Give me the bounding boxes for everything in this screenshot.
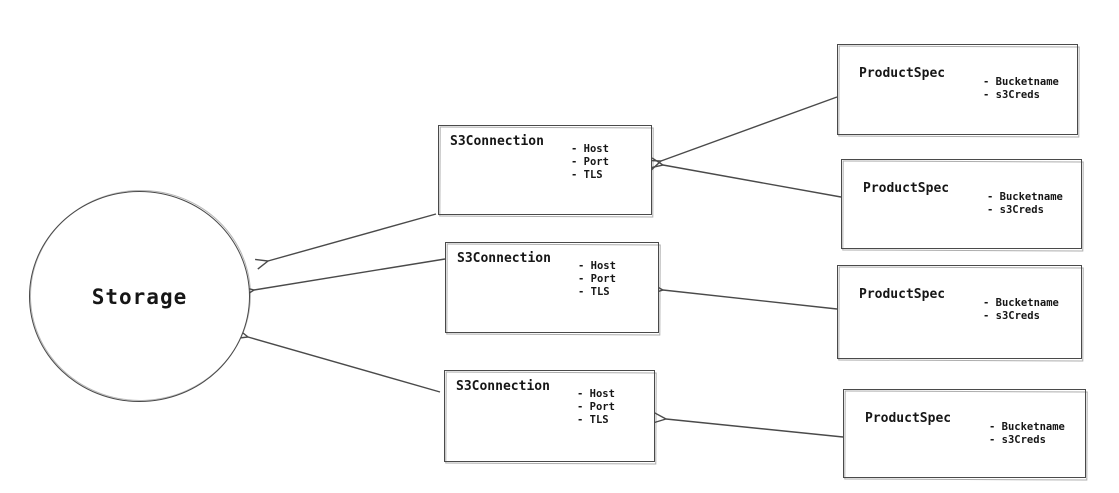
productspec-node-1: ProductSpec - Bucketname - s3Creds bbox=[837, 44, 1078, 135]
attribute-s3creds: - s3Creds bbox=[983, 310, 1040, 322]
attribute-port: - Port bbox=[578, 273, 616, 285]
node-title: ProductSpec bbox=[859, 66, 946, 81]
attribute-tls: - TLS bbox=[578, 286, 610, 298]
s3connection-node-2: S3Connection - Host - Port - TLS bbox=[445, 242, 659, 333]
node-attributes: - Bucketname - s3Creds bbox=[987, 191, 1063, 217]
attribute-s3creds: - s3Creds bbox=[987, 204, 1044, 216]
node-attributes: - Host - Port - TLS bbox=[571, 143, 609, 182]
edge-productspec2-to-s3connection1 bbox=[650, 157, 842, 198]
attribute-s3creds: - s3Creds bbox=[989, 434, 1046, 446]
node-title: ProductSpec bbox=[859, 287, 946, 302]
attribute-bucketname: - Bucketname bbox=[989, 421, 1065, 433]
node-title: ProductSpec bbox=[865, 411, 952, 426]
edge-productspec1-to-s3connection1 bbox=[647, 96, 838, 171]
node-attributes: - Host - Port - TLS bbox=[577, 388, 615, 427]
edge-productspec3-to-s3connection2 bbox=[650, 283, 838, 310]
s3connection-node-3: S3Connection - Host - Port - TLS bbox=[444, 370, 655, 462]
edge-productspec4-to-s3connection3 bbox=[653, 412, 844, 438]
attribute-tls: - TLS bbox=[571, 169, 603, 181]
attribute-host: - Host bbox=[571, 143, 609, 155]
edge-s3connection3-to-storage bbox=[235, 328, 441, 393]
node-attributes: - Bucketname - s3Creds bbox=[989, 421, 1065, 447]
node-attributes: - Bucketname - s3Creds bbox=[983, 76, 1059, 102]
node-title: S3Connection bbox=[450, 134, 544, 149]
attribute-bucketname: - Bucketname bbox=[987, 191, 1063, 203]
productspec-node-2: ProductSpec - Bucketname - s3Creds bbox=[841, 159, 1082, 249]
node-title: S3Connection bbox=[457, 251, 551, 266]
edge-s3connection1-to-storage bbox=[255, 213, 437, 270]
node-title: S3Connection bbox=[456, 379, 550, 394]
node-attributes: - Host - Port - TLS bbox=[578, 260, 616, 299]
attribute-port: - Port bbox=[571, 156, 609, 168]
productspec-node-4: ProductSpec - Bucketname - s3Creds bbox=[843, 389, 1086, 478]
s3connection-node-1: S3Connection - Host - Port - TLS bbox=[438, 125, 652, 215]
attribute-port: - Port bbox=[577, 401, 615, 413]
attribute-host: - Host bbox=[578, 260, 616, 272]
attribute-bucketname: - Bucketname bbox=[983, 297, 1059, 309]
storage-label: Storage bbox=[91, 284, 188, 309]
attribute-s3creds: - s3Creds bbox=[983, 89, 1040, 101]
edge-s3connection2-to-storage bbox=[241, 258, 446, 298]
attribute-host: - Host bbox=[577, 388, 615, 400]
storage-node: Storage bbox=[29, 191, 250, 402]
node-attributes: - Bucketname - s3Creds bbox=[983, 297, 1059, 323]
node-title: ProductSpec bbox=[863, 181, 950, 196]
attribute-tls: - TLS bbox=[577, 414, 609, 426]
productspec-node-3: ProductSpec - Bucketname - s3Creds bbox=[837, 265, 1082, 359]
attribute-bucketname: - Bucketname bbox=[983, 76, 1059, 88]
